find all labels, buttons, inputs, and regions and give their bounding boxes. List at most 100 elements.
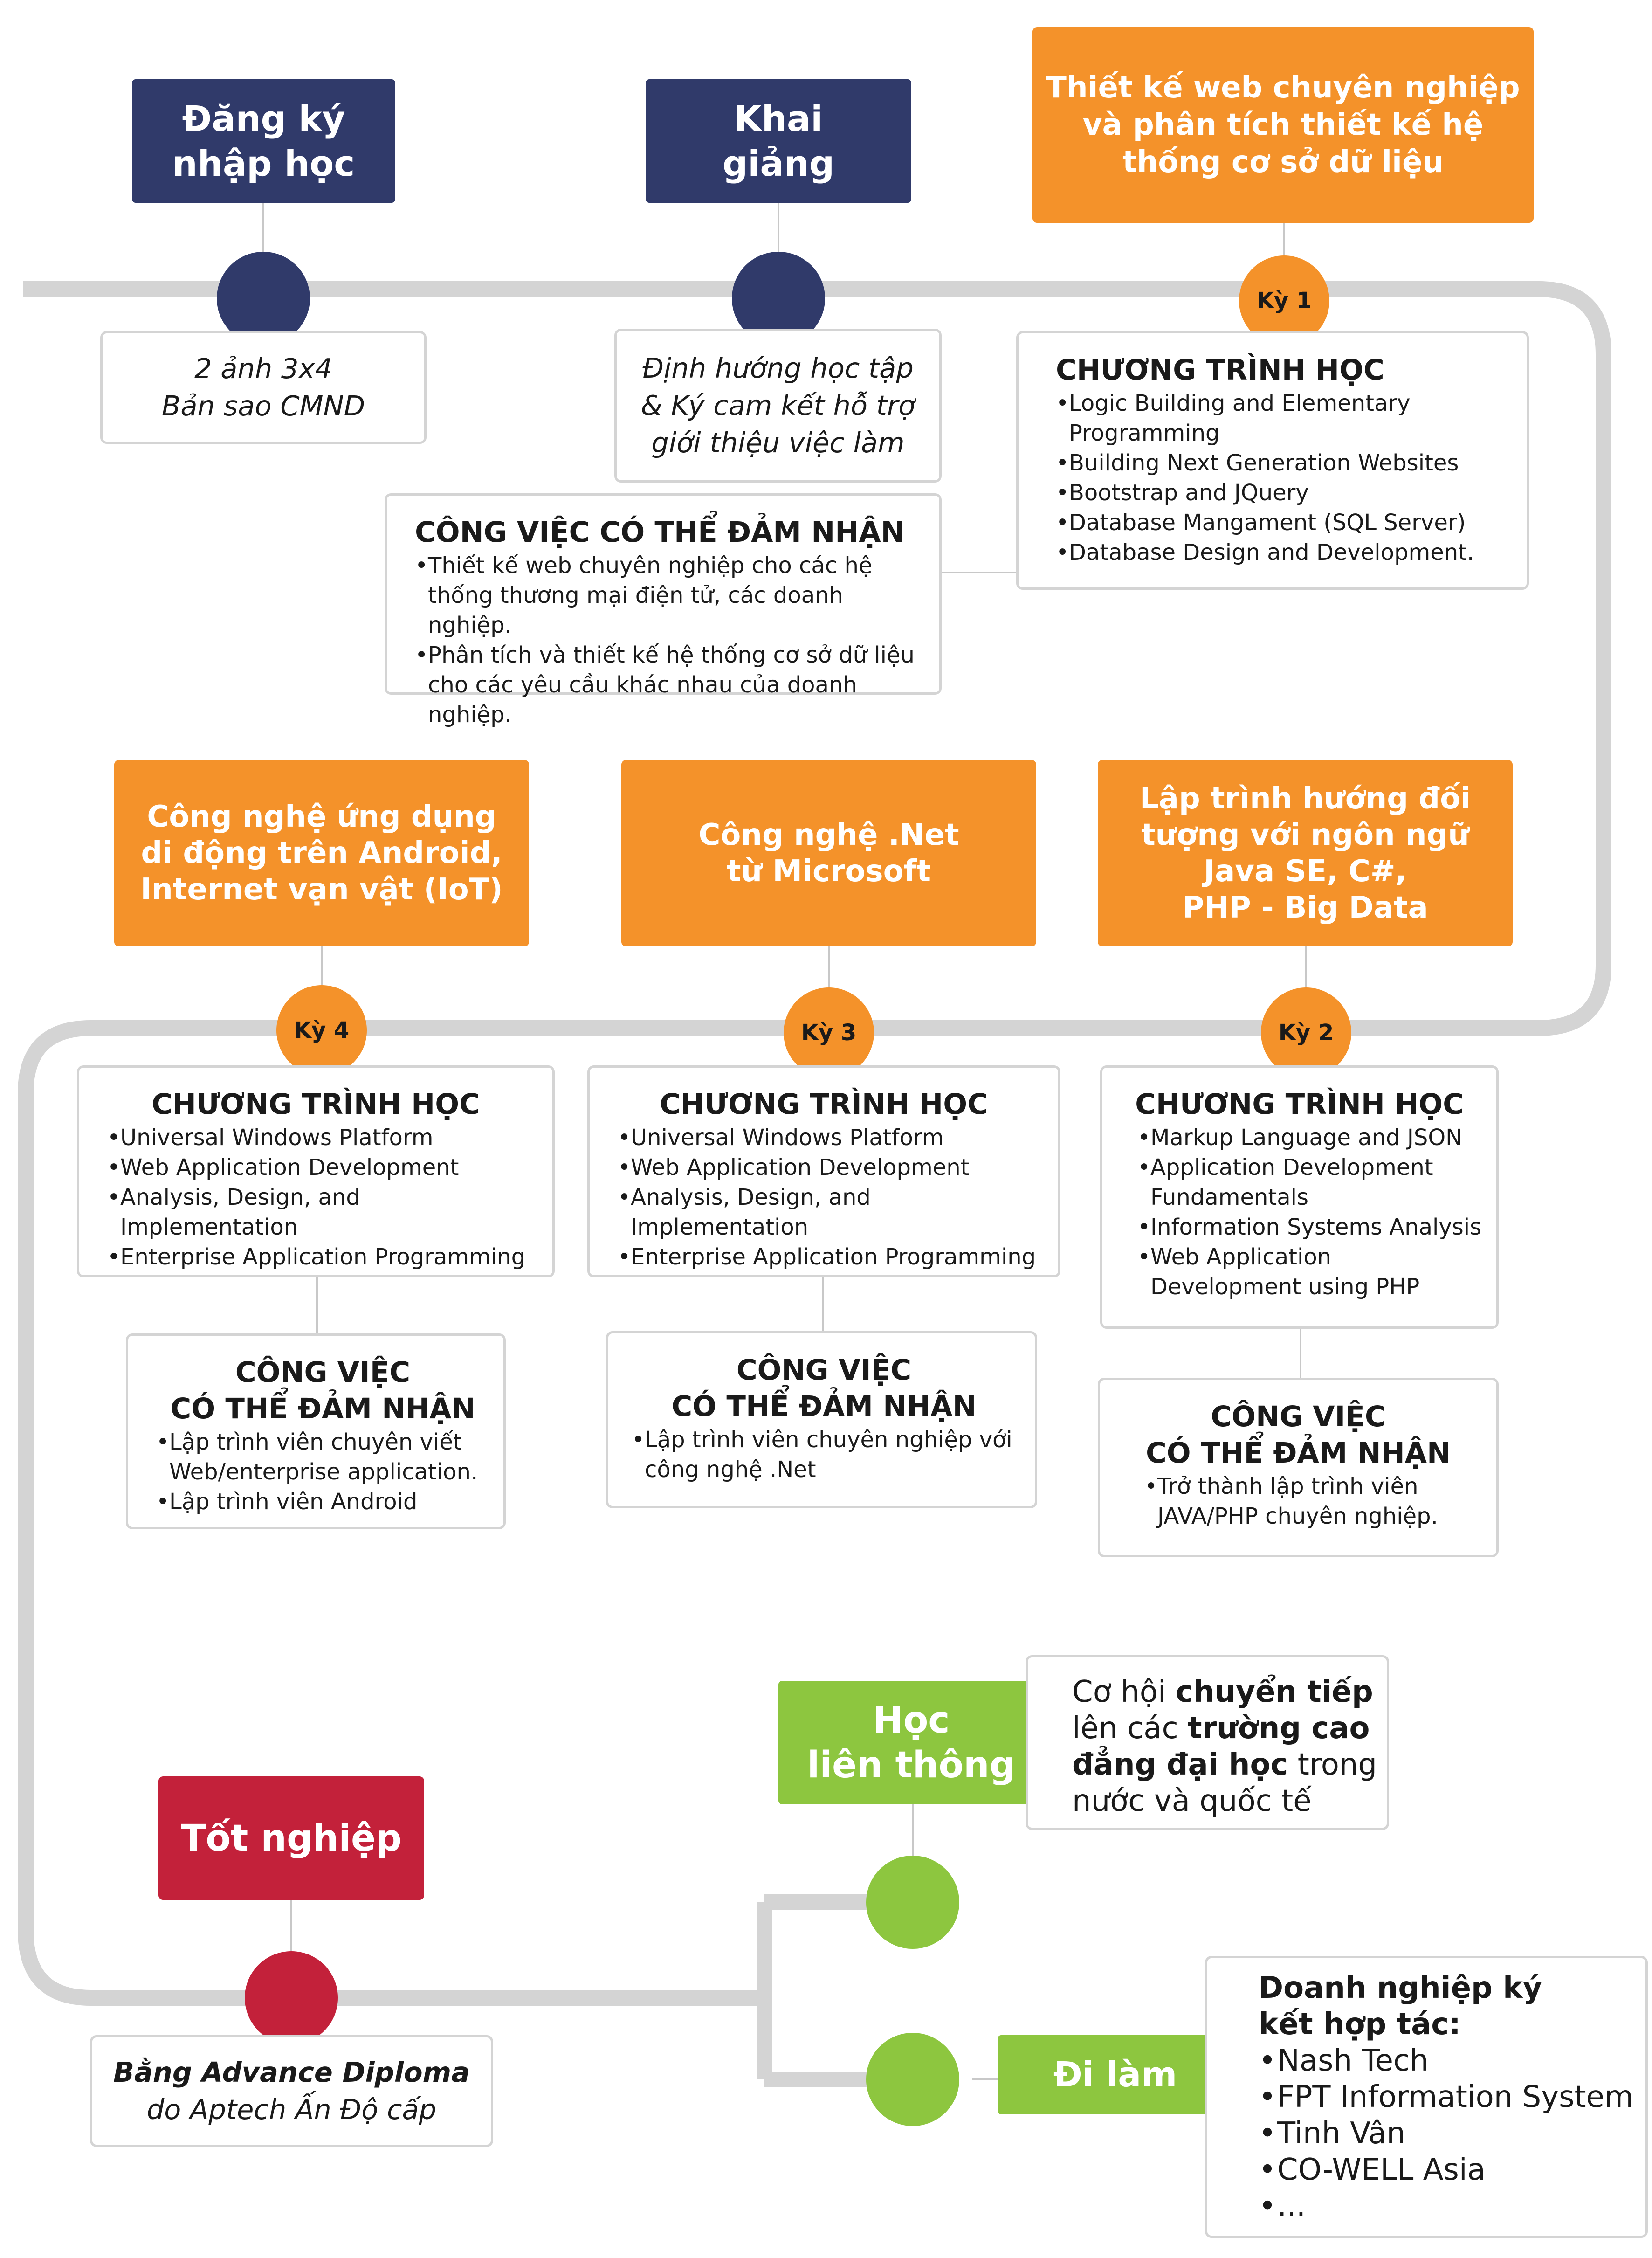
- diploma-line-2: do Aptech Ấn Độ cấp: [146, 2093, 437, 2126]
- term-1-jobs-title: CÔNG VIỆC CÓ THỂ ĐẢM NHẬN: [415, 516, 905, 549]
- list-item: Database Mangament (SQL Server): [1056, 508, 1508, 538]
- term-1-badge: [1239, 255, 1329, 346]
- list-item: Analysis, Design, and Implementation: [618, 1182, 1049, 1242]
- term-4-jobs-title-1: CÔNG VIỆC: [235, 1356, 411, 1389]
- term-3-jobs-title-1: CÔNG VIỆC: [736, 1353, 912, 1387]
- term-4-badge-label: Kỳ 4: [294, 1017, 350, 1043]
- term-3-program-card: CHƯƠNG TRÌNH HỌC Universal Windows Platf…: [587, 1065, 1060, 1277]
- register-line-1: Đăng ký: [182, 97, 345, 139]
- term-3-badge-label: Kỳ 3: [801, 1020, 857, 1046]
- register-line-2: nhập học: [172, 142, 355, 184]
- list-item: Lập trình viên chuyên nghiệp với công ng…: [632, 1425, 1016, 1485]
- diploma-card: Bằng Advance Diploma do Aptech Ấn Độ cấp: [90, 2035, 493, 2147]
- transfer-note-card: Cơ hội chuyển tiếp lên các trường cao đẳ…: [1026, 1655, 1389, 1830]
- term-1-jobs-list: Thiết kế web chuyên nghiệp cho các hệ th…: [415, 551, 921, 730]
- transfer-line-1: Học: [873, 1699, 950, 1741]
- partners-list: Nash Tech FPT Information System Tinh Vâ…: [1259, 2043, 1636, 2224]
- transfer-note-line-2: lên các trường cao: [1072, 1711, 1370, 1746]
- term-2-jobs-list: Trở thành lập trình viên JAVA/PHP chuyên…: [1144, 1471, 1478, 1531]
- term-2-badge: [1261, 987, 1351, 1078]
- term-2-program-list: Markup Language and JSON Application Dev…: [1137, 1123, 1482, 1302]
- opening-line-2: giảng: [722, 142, 835, 184]
- diploma-line-1: Bằng Advance Diploma: [113, 2056, 470, 2088]
- transfer-note-line-1: Cơ hội chuyển tiếp: [1072, 1675, 1373, 1709]
- term-3-program-title: CHƯƠNG TRÌNH HỌC: [660, 1088, 988, 1121]
- list-item: Thiết kế web chuyên nghiệp cho các hệ th…: [415, 551, 921, 640]
- list-item: Universal Windows Platform: [107, 1123, 543, 1153]
- term-4-jobs-title-2: CÓ THỂ ĐẢM NHẬN: [170, 1392, 475, 1425]
- list-item: Bootstrap and JQuery: [1056, 478, 1508, 508]
- list-item: Web Application Development: [618, 1153, 1049, 1182]
- term-1-program-title: CHƯƠNG TRÌNH HỌC: [1056, 353, 1384, 387]
- register-docs-card: 2 ảnh 3x4 Bản sao CMND: [100, 331, 427, 444]
- graduation-label: Tốt nghiệp: [181, 1817, 402, 1859]
- list-item: Logic Building and Elementary Programmin…: [1056, 388, 1508, 448]
- transfer-note-line-4: nước và quốc tế: [1072, 1784, 1312, 1818]
- term-3-jobs-list: Lập trình viên chuyên nghiệp với công ng…: [632, 1425, 1016, 1485]
- term-1-program-list: Logic Building and Elementary Programmin…: [1056, 388, 1508, 567]
- list-item: ...: [1259, 2188, 1636, 2224]
- list-item: Trở thành lập trình viên JAVA/PHP chuyên…: [1144, 1471, 1478, 1531]
- term-1-topic: Thiết kế web chuyên nghiệp và phân tích …: [1032, 27, 1534, 223]
- term-4-program-list: Universal Windows Platform Web Applicati…: [107, 1123, 543, 1272]
- opening-box: Khai giảng: [646, 79, 911, 203]
- list-item: Application Development Fundamentals: [1137, 1153, 1482, 1212]
- register-docs-line-1: 2 ảnh 3x4: [194, 352, 332, 385]
- term-2-badge-label: Kỳ 2: [1278, 1020, 1334, 1046]
- term-1-program-card: CHƯƠNG TRÌNH HỌC Logic Building and Elem…: [1016, 331, 1529, 590]
- transfer-box: Học liên thông: [778, 1681, 1044, 1804]
- term-4-topic: Công nghệ ứng dụng di động trên Android,…: [114, 760, 529, 946]
- list-item: Information Systems Analysis: [1137, 1212, 1482, 1242]
- list-item: Web Application Development: [107, 1153, 543, 1182]
- list-item: Markup Language and JSON: [1137, 1123, 1482, 1153]
- list-item: CO-WELL Asia: [1259, 2152, 1636, 2188]
- register-docs-line-2: Bản sao CMND: [161, 390, 365, 422]
- graduation-box: Tốt nghiệp: [158, 1776, 424, 1900]
- opening-note-card: Định hướng học tập & Ký cam kết hỗ trợ g…: [614, 329, 942, 483]
- opening-dot: [732, 252, 825, 345]
- opening-note-line-3: giới thiệu việc làm: [651, 427, 905, 459]
- term-2-jobs-title-2: CÓ THỂ ĐẢM NHẬN: [1145, 1436, 1451, 1470]
- transfer-note-line-3: đẳng đại học trong: [1072, 1747, 1377, 1782]
- list-item: Web Application Development using PHP: [1137, 1242, 1482, 1302]
- list-item: Enterprise Application Programming: [107, 1242, 543, 1272]
- work-dot: [866, 2033, 959, 2126]
- term-1-jobs-card: CÔNG VIỆC CÓ THỂ ĐẢM NHẬN Thiết kế web c…: [385, 493, 942, 728]
- list-item: Universal Windows Platform: [618, 1123, 1049, 1153]
- partners-title: Doanh nghiệp ký kết hợp tác:: [1259, 1971, 1542, 2042]
- track-line: [18, 281, 1611, 2006]
- term-3-program-list: Universal Windows Platform Web Applicati…: [618, 1123, 1049, 1272]
- term-4-jobs-list: Lập trình viên chuyên viết Web/enterpris…: [156, 1427, 489, 1517]
- work-box: Đi làm: [998, 2035, 1233, 2114]
- term-4-jobs-card: CÔNG VIỆC CÓ THỂ ĐẢM NHẬN Lập trình viên…: [126, 1333, 506, 1529]
- list-item: Enterprise Application Programming: [618, 1242, 1049, 1272]
- term-2-jobs-card: CÔNG VIỆC CÓ THỂ ĐẢM NHẬN Trở thành lập …: [1098, 1378, 1499, 1557]
- list-item: Database Design and Development.: [1056, 538, 1508, 567]
- partners-card: Doanh nghiệp ký kết hợp tác: Nash Tech F…: [1205, 1956, 1648, 2238]
- term-2-program-card: CHƯƠNG TRÌNH HỌC Markup Language and JSO…: [1100, 1065, 1499, 1329]
- list-item: FPT Information System: [1259, 2079, 1636, 2115]
- term-4-program-card: CHƯƠNG TRÌNH HỌC Universal Windows Platf…: [77, 1065, 555, 1277]
- graduation-dot: [245, 1951, 338, 2044]
- transfer-dot: [866, 1856, 959, 1949]
- register-box: Đăng ký nhập học: [132, 79, 395, 203]
- list-item: Lập trình viên chuyên viết Web/enterpris…: [156, 1427, 489, 1487]
- term-2-program-title: CHƯƠNG TRÌNH HỌC: [1135, 1088, 1464, 1121]
- opening-line-1: Khai: [734, 97, 823, 139]
- list-item: Analysis, Design, and Implementation: [107, 1182, 543, 1242]
- opening-note-line-1: Định hướng học tập: [642, 352, 914, 384]
- term-3-topic: Công nghệ .Net từ Microsoft: [621, 760, 1036, 946]
- register-dot: [217, 252, 310, 345]
- work-label: Đi làm: [1053, 2055, 1177, 2095]
- list-item: Tinh Vân: [1259, 2115, 1636, 2152]
- list-item: Phân tích và thiết kế hệ thống cơ sở dữ …: [415, 640, 921, 730]
- term-2-jobs-title-1: CÔNG VIỆC: [1211, 1400, 1386, 1433]
- transfer-line-2: liên thông: [807, 1744, 1016, 1786]
- term-4-program-title: CHƯƠNG TRÌNH HỌC: [151, 1088, 480, 1121]
- term-3-badge: [784, 987, 874, 1078]
- list-item: Lập trình viên Android: [156, 1487, 489, 1517]
- term-1-badge-label: Kỳ 1: [1256, 288, 1312, 314]
- term-2-topic: Lập trình hướng đối tượng với ngôn ngữ J…: [1098, 760, 1513, 946]
